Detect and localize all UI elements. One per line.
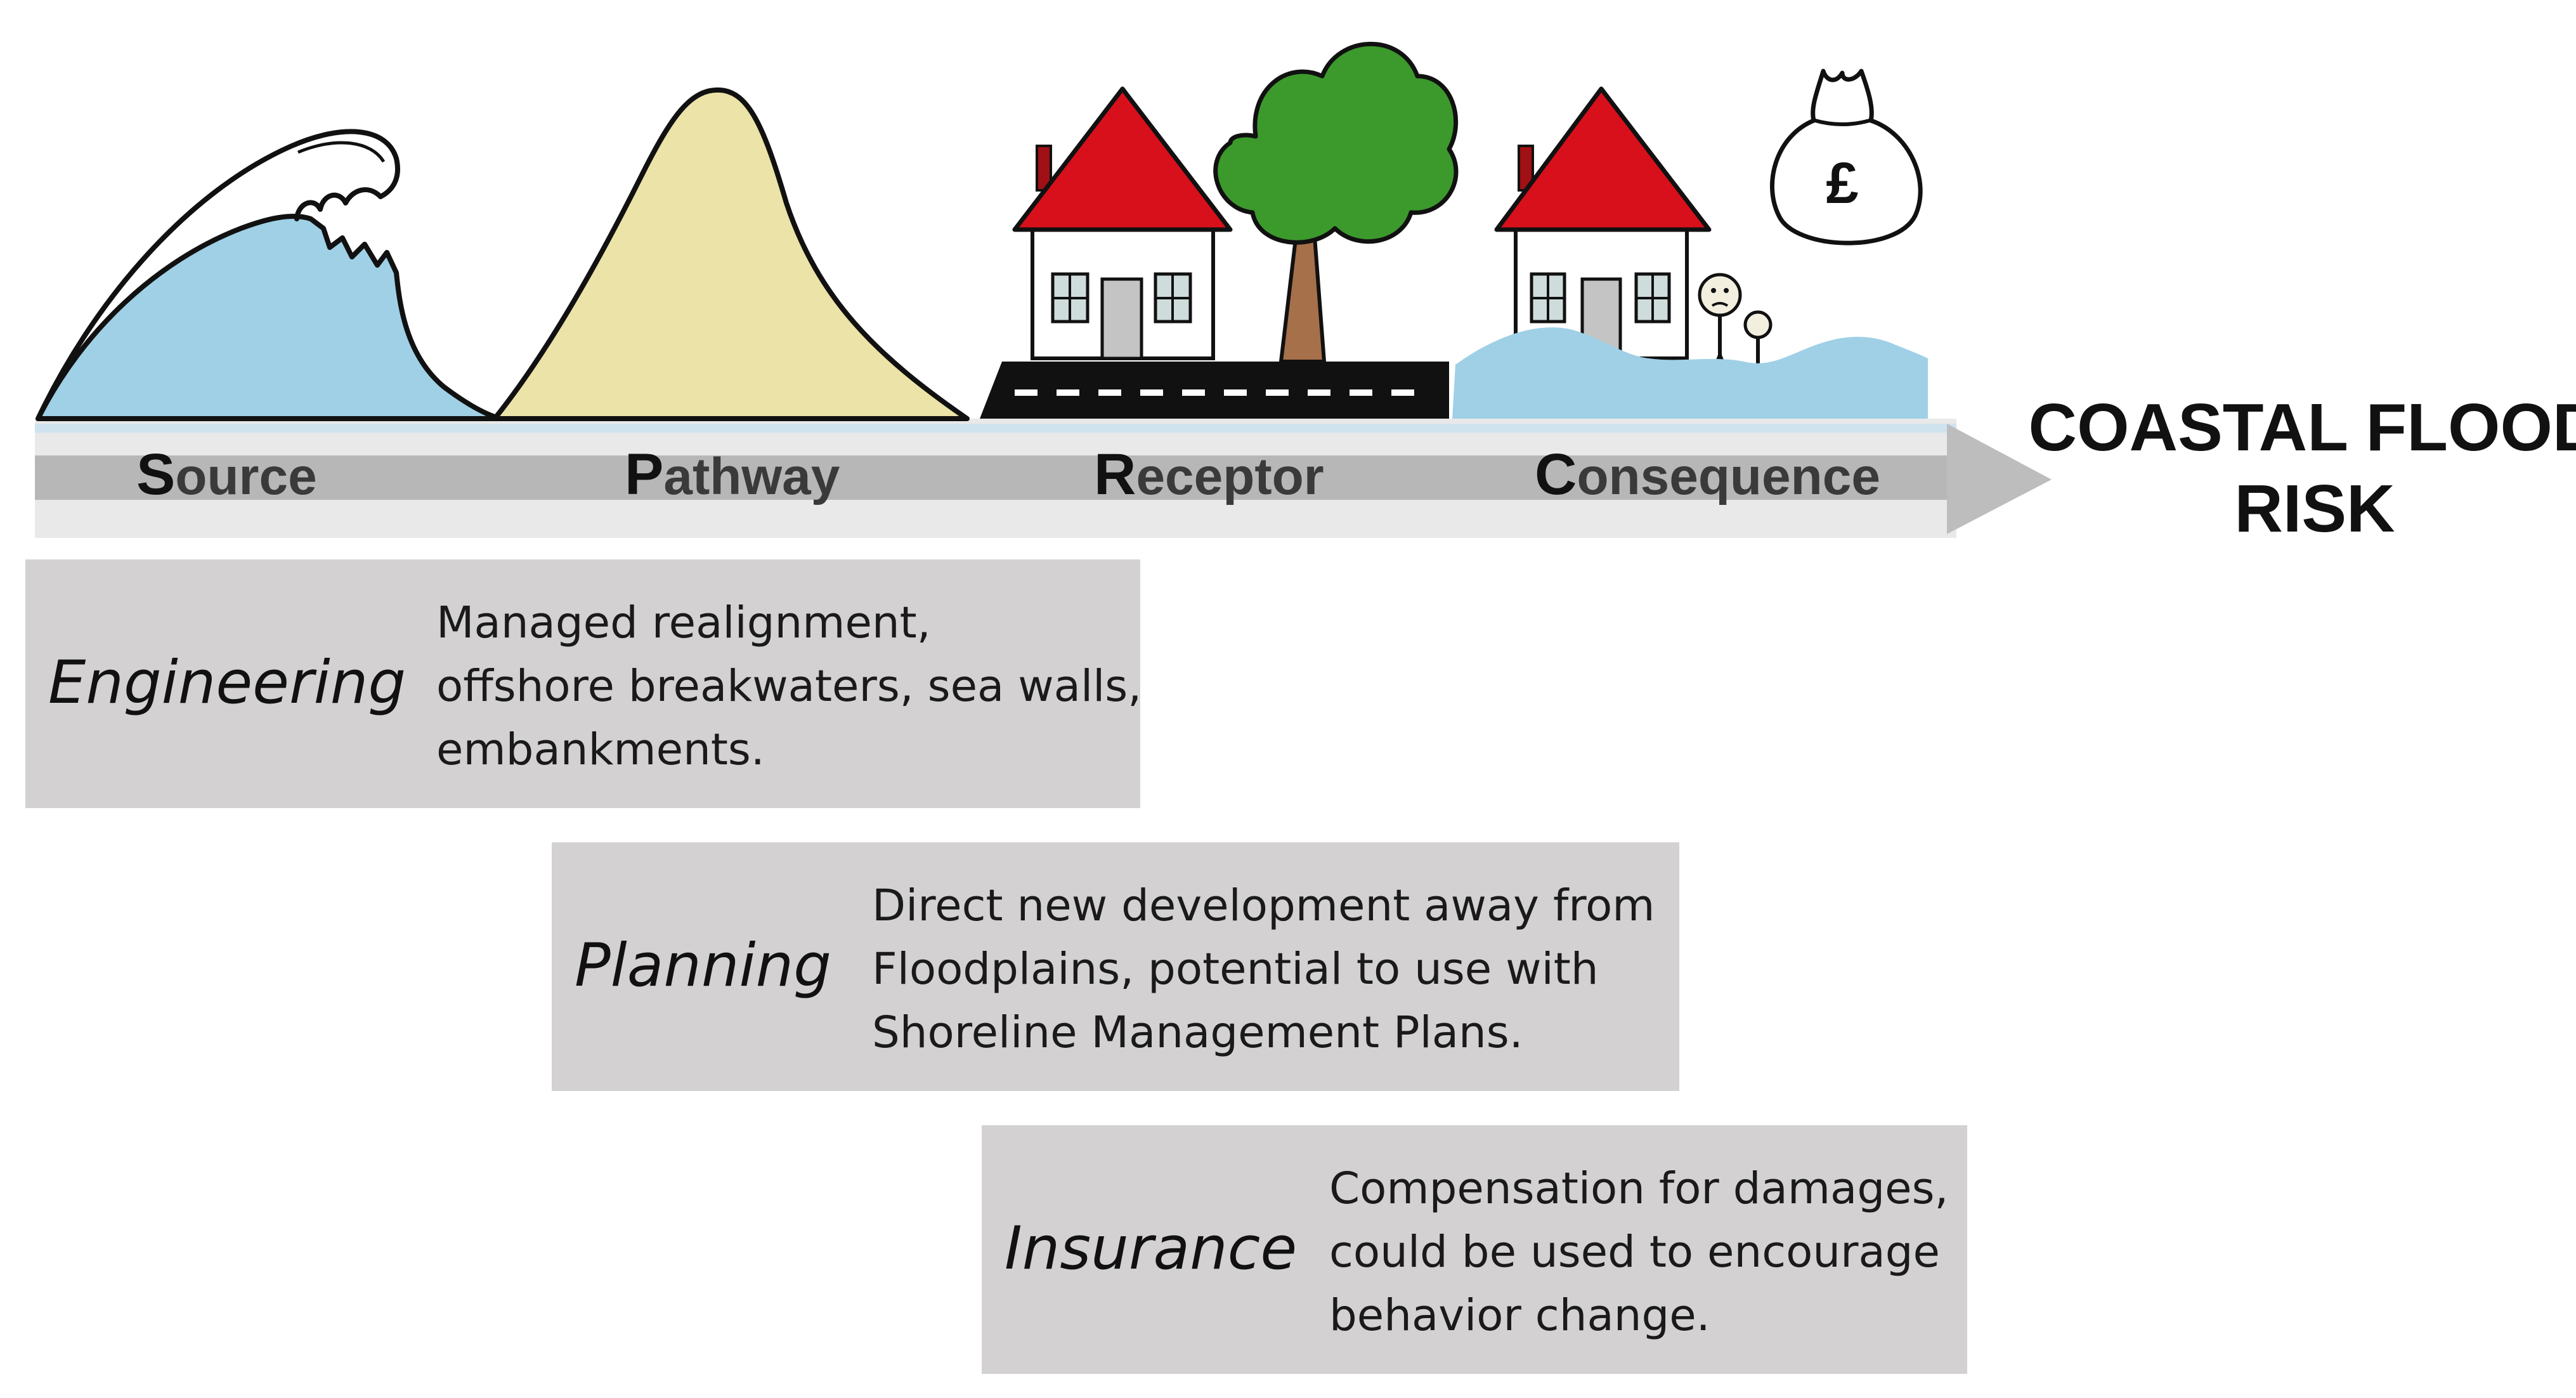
title-line-2: RISK xyxy=(2234,471,2395,546)
process-arrow xyxy=(35,419,2052,538)
engineering-label: Engineering xyxy=(48,648,406,717)
pound-sign: £ xyxy=(1826,151,1858,216)
money-bag-icon: £ xyxy=(1770,69,1923,245)
stage-label-pathway: Pathway xyxy=(625,442,840,507)
insurance-line-3: behavior change. xyxy=(1329,1290,1710,1341)
planning-label: Planning xyxy=(575,931,831,1000)
planning-line-2: Floodplains, potential to use with xyxy=(872,944,1599,995)
stage-label-consequence: Consequence xyxy=(1535,442,1880,507)
flooded-house-icon xyxy=(1494,86,1712,360)
wave-icon xyxy=(36,129,504,421)
flood-risk-scene: £ xyxy=(35,41,2052,538)
title-line-1: COASTAL FLOOD xyxy=(2028,390,2576,465)
dune-icon xyxy=(492,87,970,421)
tree-icon xyxy=(1213,41,1459,363)
engineering-box: Engineering Managed realignment, offshor… xyxy=(25,559,1142,808)
stage-label-source: Source xyxy=(136,442,317,507)
planning-line-1: Direct new development away from xyxy=(872,880,1655,931)
insurance-line-2: could be used to encourage xyxy=(1329,1227,1941,1277)
insurance-box: Insurance Compensation for damages, coul… xyxy=(982,1125,1967,1374)
engineering-line-1: Managed realignment, xyxy=(436,598,931,648)
receptor-house-icon xyxy=(1012,86,1233,360)
engineering-line-3: embankments. xyxy=(436,724,765,775)
planning-box: Planning Direct new development away fro… xyxy=(552,842,1679,1091)
flood-water-icon xyxy=(1452,327,1928,419)
insurance-label: Insurance xyxy=(1005,1214,1298,1283)
coastal-flood-risk-title: COASTAL FLOOD RISK xyxy=(1998,387,2576,549)
stage-label-receptor: Receptor xyxy=(1094,442,1324,507)
insurance-line-1: Compensation for damages, xyxy=(1329,1163,1949,1214)
planning-line-3: Shoreline Management Plans. xyxy=(872,1007,1523,1058)
road-icon xyxy=(980,362,1449,419)
engineering-line-2: offshore breakwaters, sea walls, xyxy=(436,661,1142,712)
